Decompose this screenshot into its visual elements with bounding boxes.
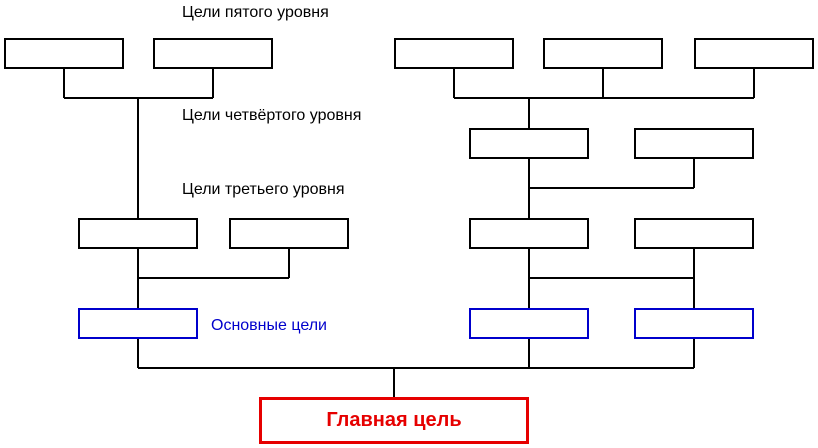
level5-goal-box [694, 38, 814, 69]
main-goal-label: Главная цель [326, 409, 462, 431]
level5-goal-box [543, 38, 663, 69]
level3-goal-box [229, 218, 349, 249]
level3-goal-box [469, 218, 589, 249]
level4-goal-box [634, 128, 754, 159]
level3-label: Цели третьего уровня [182, 181, 345, 198]
basic-goal-box [469, 308, 589, 339]
basic-goals-label: Основные цели [211, 317, 327, 334]
level3-goal-box [78, 218, 198, 249]
basic-goal-box [78, 308, 198, 339]
main-goal-box: Главная цель [259, 397, 529, 444]
level4-goal-box [469, 128, 589, 159]
level4-label: Цели четвёртого уровня [182, 107, 362, 124]
level3-goal-box [634, 218, 754, 249]
level5-goal-box [4, 38, 124, 69]
basic-goal-box [634, 308, 754, 339]
level5-goal-box [394, 38, 514, 69]
level5-label: Цели пятого уровня [182, 4, 329, 21]
level5-goal-box [153, 38, 273, 69]
